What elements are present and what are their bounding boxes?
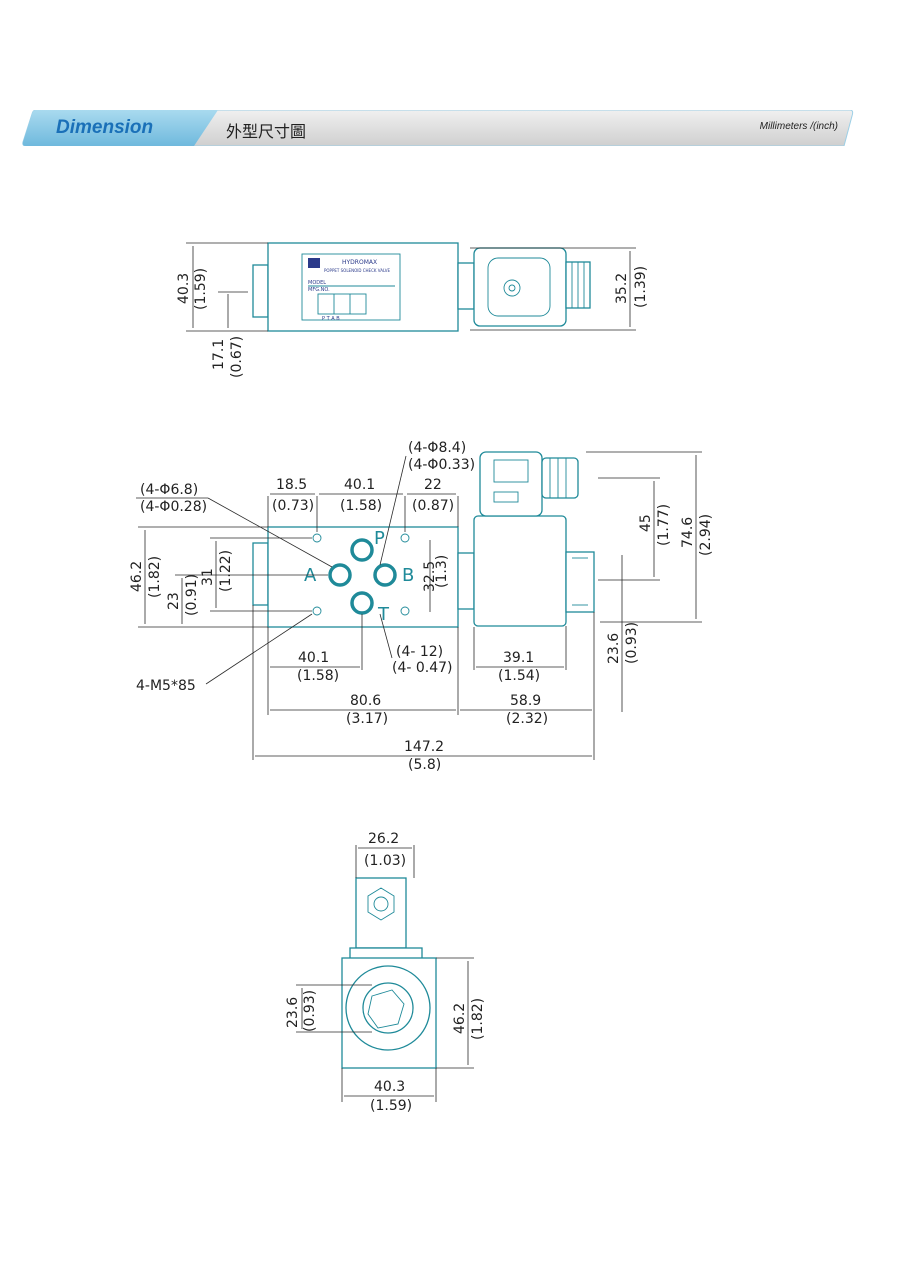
dim-35-2: 35.2: [614, 273, 630, 304]
name-plate: [301, 253, 401, 321]
top-view-dimensions: 40.3 (1.59) 17.1 (0.67) 35.2 (1.39): [176, 242, 649, 378]
front-nut: [457, 552, 475, 610]
header-units: Millimeters /(inch): [759, 121, 838, 132]
label-port-b: B: [402, 565, 414, 586]
dim-31: 31: [200, 568, 216, 586]
dim-26-2-in: (1.03): [364, 853, 406, 869]
front-manual-override: [565, 551, 595, 613]
dim-46-2-side-in: (1.82): [470, 998, 486, 1040]
front-cable-gland: [541, 457, 579, 499]
dim-46-2: 46.2: [129, 561, 145, 592]
port-b: [373, 563, 397, 587]
header-title-zh: 外型尺寸圖: [226, 122, 307, 141]
callout-o-ring: (4- 12): [396, 644, 443, 660]
callout-hole-large-in: (4-Φ0.33): [408, 457, 475, 473]
dim-22-in: (0.87): [412, 498, 454, 514]
dim-23-6-front: 23.6: [606, 633, 622, 664]
top-view: HYDROMAX POPPET SOLENOID CHECK VALVE MOD…: [252, 242, 591, 332]
dim-147-2-in: (5.8): [408, 757, 441, 773]
callout-hole-small-in: (4-Φ0.28): [140, 499, 207, 515]
side-view: [341, 877, 437, 1069]
connector-window: [493, 459, 529, 483]
header-bar: [22, 110, 854, 146]
plate-mfg: MFG.NO.: [308, 287, 330, 293]
plate-ports: P T A B: [322, 316, 340, 322]
dim-23-6-side-in: (0.93): [302, 990, 318, 1032]
front-left-cap: [252, 542, 269, 606]
dim-22: 22: [424, 477, 442, 493]
callout-o-ring-in: (4- 0.47): [392, 660, 453, 676]
dim-17-1-in: (0.67): [229, 336, 245, 378]
top-nut: [457, 262, 475, 310]
dim-40-3-in: (1.59): [193, 268, 209, 310]
front-solenoid-coil: [473, 515, 567, 627]
port-a: [328, 563, 352, 587]
port-p: [350, 538, 374, 562]
dim-58-9: 58.9: [510, 693, 541, 709]
dim-39-1-in: (1.54): [498, 668, 540, 684]
dim-26-2: 26.2: [368, 831, 399, 847]
dim-74-6-in: (2.94): [698, 514, 714, 556]
dim-45: 45: [638, 514, 654, 532]
dim-32-5: 32.5: [422, 561, 438, 592]
dim-40-3-side-in: (1.59): [370, 1098, 412, 1114]
dim-35-2-in: (1.39): [633, 266, 649, 308]
mount-hole-bl: [312, 606, 322, 616]
dim-18-5-in: (0.73): [272, 498, 314, 514]
dim-18-5: 18.5: [276, 477, 307, 493]
dim-40-1-top-in: (1.58): [340, 498, 382, 514]
dim-74-6: 74.6: [680, 517, 696, 548]
hex-nut-icon: [367, 887, 395, 921]
dim-39-1: 39.1: [503, 650, 534, 666]
dim-58-9-in: (2.32): [506, 711, 548, 727]
dim-46-2-in: (1.82): [147, 556, 163, 598]
front-view: P A B T: [252, 451, 595, 628]
dim-40-1-bottom: 40.1: [298, 650, 329, 666]
dim-23-in: (0.91): [184, 574, 200, 616]
mount-hole-tl: [312, 533, 322, 543]
side-nut-circle: [362, 982, 414, 1034]
dim-147-2: 147.2: [404, 739, 444, 755]
dim-40-3-side: 40.3: [374, 1079, 405, 1095]
front-view-dimensions: 18.5 (0.73) 40.1 (1.58) 22 (0.87) (4-Φ8.…: [129, 440, 714, 773]
valve-symbol-icon: [317, 293, 367, 315]
label-port-a: A: [304, 565, 317, 586]
port-t: [350, 591, 374, 615]
side-view-dimensions: 26.2 (1.03) 23.6 (0.93) 46.2 (1.82) 40.3…: [285, 831, 486, 1114]
callout-hole-large: (4-Φ8.4): [408, 440, 466, 456]
mount-hole-tr: [400, 533, 410, 543]
side-hex-icon: [367, 989, 405, 1029]
callout-screw: 4-M5*85: [136, 678, 196, 694]
connector-screw-icon: [503, 279, 521, 297]
label-port-t: T: [377, 604, 390, 625]
dim-45-in: (1.77): [656, 504, 672, 546]
callout-hole-small: (4-Φ6.8): [140, 482, 198, 498]
dim-23-6-side: 23.6: [285, 997, 301, 1028]
dim-46-2-side: 46.2: [452, 1003, 468, 1034]
dim-23: 23: [166, 592, 182, 610]
dim-80-6-in: (3.17): [346, 711, 388, 727]
front-connector-box: [479, 451, 543, 517]
dim-40-1-top: 40.1: [344, 477, 375, 493]
dim-23-6-front-in: (0.93): [624, 622, 640, 664]
brand-logo-icon: [308, 258, 320, 268]
section-header: Dimension 外型尺寸圖 Millimeters /(inch): [22, 110, 854, 146]
top-valve-body: [267, 242, 459, 332]
plate-brand: HYDROMAX: [342, 259, 377, 266]
dim-40-3: 40.3: [176, 273, 192, 304]
dim-40-1-bottom-in: (1.58): [297, 668, 339, 684]
dim-80-6: 80.6: [350, 693, 381, 709]
plate-subtitle: POPPET SOLENOID CHECK VALVE: [324, 268, 391, 273]
mount-hole-br: [400, 606, 410, 616]
dim-32-5-in: (1.3): [434, 555, 450, 588]
plate-model: MODEL: [308, 280, 326, 286]
side-connector-box: [355, 877, 407, 949]
top-left-cap: [252, 264, 269, 318]
dim-31-in: (1.22): [218, 550, 234, 592]
label-port-p: P: [374, 528, 385, 549]
dim-17-1: 17.1: [211, 339, 227, 370]
header-title-en: Dimension: [56, 117, 154, 138]
